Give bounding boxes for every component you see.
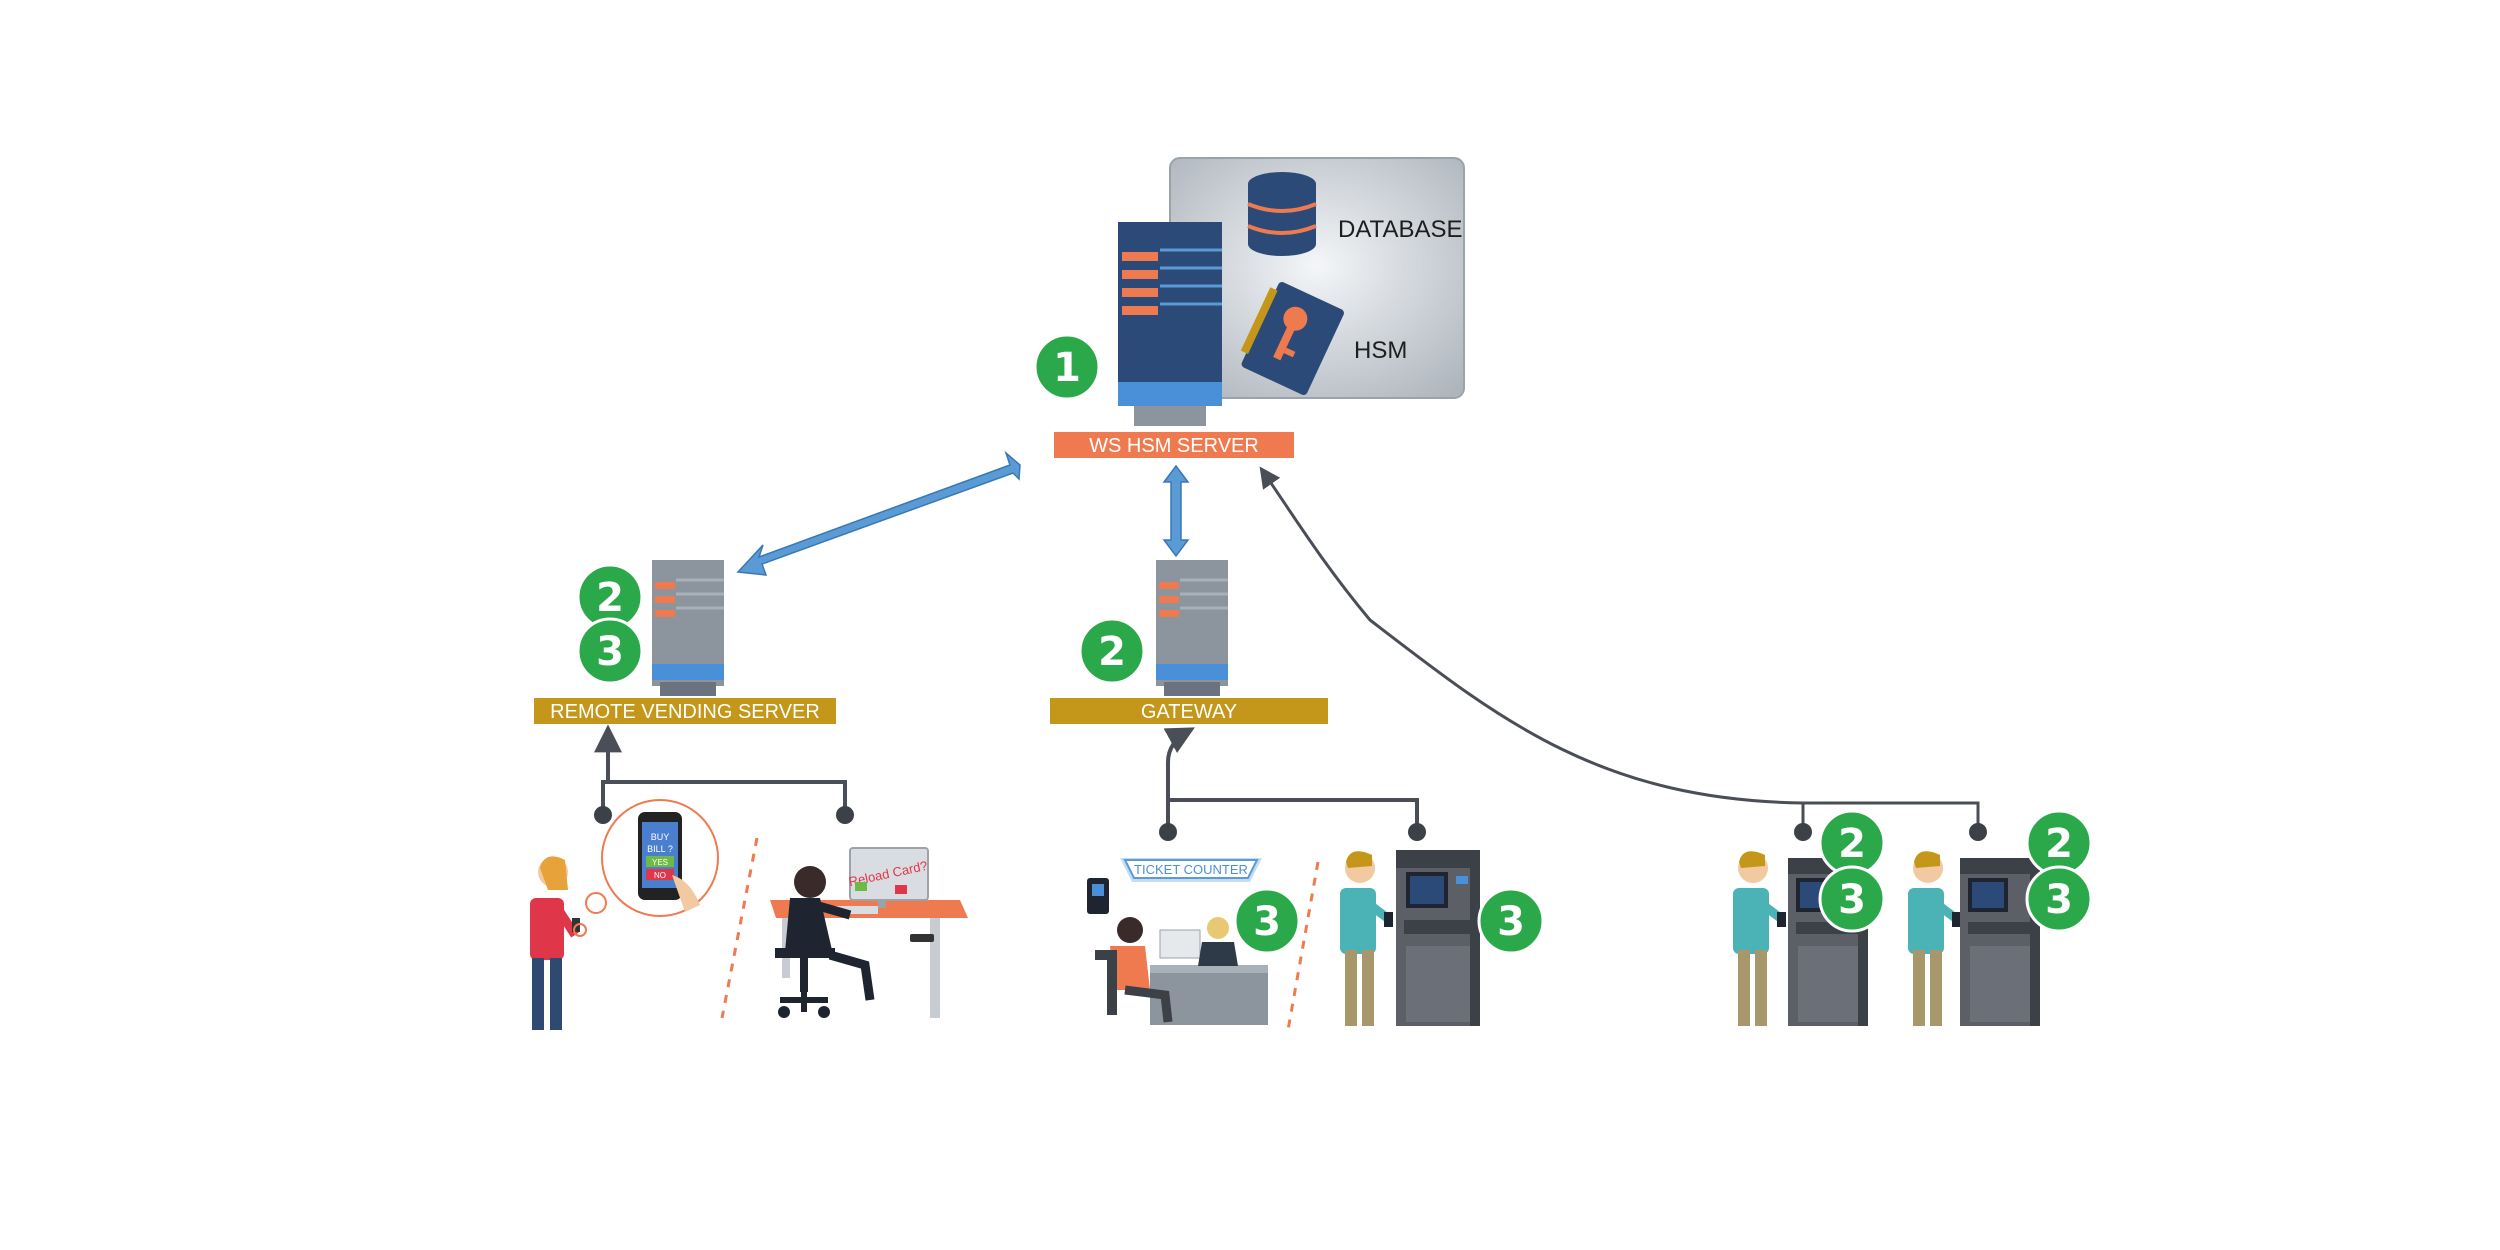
database-hsm-panel: DATABASE HSM — [1169, 157, 1465, 399]
svg-text:3: 3 — [1253, 899, 1281, 945]
vending-kiosk-icon — [1396, 850, 1480, 1026]
gateway-server-icon — [1156, 560, 1228, 696]
kiosk-user-figure — [1340, 851, 1393, 1026]
self-service-kiosk-2-icon — [1960, 858, 2040, 1026]
svg-text:2: 2 — [596, 575, 624, 621]
ticket-counter-label: TICKET COUNTER — [1134, 862, 1248, 877]
gateway-connector-lines — [1159, 727, 1426, 841]
svg-text:3: 3 — [2045, 877, 2073, 923]
smartphone-icon: BUY BILL ? YES NO — [638, 812, 700, 912]
svg-text:2: 2 — [1098, 629, 1126, 675]
database-icon — [1247, 172, 1317, 256]
remote-connector-lines — [594, 724, 854, 824]
remote-badge-2: 2 — [576, 563, 644, 631]
svg-text:2: 2 — [2045, 821, 2073, 867]
kiosk-connector-lines — [1259, 466, 1987, 841]
phone-yes: YES — [652, 858, 668, 867]
ticket-counter-scene: TICKET COUNTER — [1087, 858, 1268, 1025]
desk-user-figure: Reload Card? — [770, 847, 968, 1018]
gateway-label: GATEWAY — [1050, 698, 1328, 724]
svg-text:WS HSM SERVER: WS HSM SERVER — [1089, 435, 1259, 457]
divider-left — [720, 837, 759, 1019]
divider-middle — [1286, 861, 1320, 1031]
svg-text:GATEWAY: GATEWAY — [1141, 701, 1237, 723]
remote-vending-server-label: REMOTE VENDING SERVER — [534, 698, 836, 724]
phone-no: NO — [654, 871, 666, 880]
remote-badge-3: 3 — [576, 617, 644, 685]
svg-text:3: 3 — [596, 629, 624, 675]
gateway-to-server-arrow — [1162, 464, 1190, 558]
ticket-counter-badge-3: 3 — [1233, 887, 1301, 955]
phone-line1: BUY — [651, 832, 670, 842]
mobile-user-figure — [530, 856, 580, 1030]
ws-hsm-server-icon — [1118, 222, 1222, 426]
hsm-label: HSM — [1354, 337, 1407, 364]
svg-text:3: 3 — [1838, 877, 1866, 923]
svg-text:2: 2 — [1838, 821, 1866, 867]
remote-vending-server-icon — [652, 560, 724, 696]
remote-to-server-arrow — [736, 450, 1021, 576]
hsm-key-card-icon — [1240, 282, 1344, 395]
kiosk1-badge-2: 2 — [1818, 809, 1886, 877]
kiosk1-badge-3: 3 — [1818, 865, 1886, 933]
kiosk-badge-3: 3 — [1477, 887, 1545, 955]
kiosk2-badge-2: 2 — [2025, 809, 2093, 877]
svg-text:REMOTE VENDING SERVER: REMOTE VENDING SERVER — [550, 701, 820, 723]
gateway-badge-2: 2 — [1078, 617, 1146, 685]
self-service-user-1 — [1733, 851, 1786, 1026]
database-label: DATABASE — [1338, 216, 1462, 243]
self-service-user-2 — [1908, 851, 1961, 1026]
badge-1: 1 — [1033, 333, 1101, 401]
ws-hsm-server-label: WS HSM SERVER — [1054, 432, 1294, 458]
svg-text:3: 3 — [1497, 899, 1525, 945]
kiosk2-badge-3: 3 — [2025, 865, 2093, 933]
svg-text:1: 1 — [1053, 345, 1081, 391]
phone-line2: BILL ? — [647, 844, 673, 854]
